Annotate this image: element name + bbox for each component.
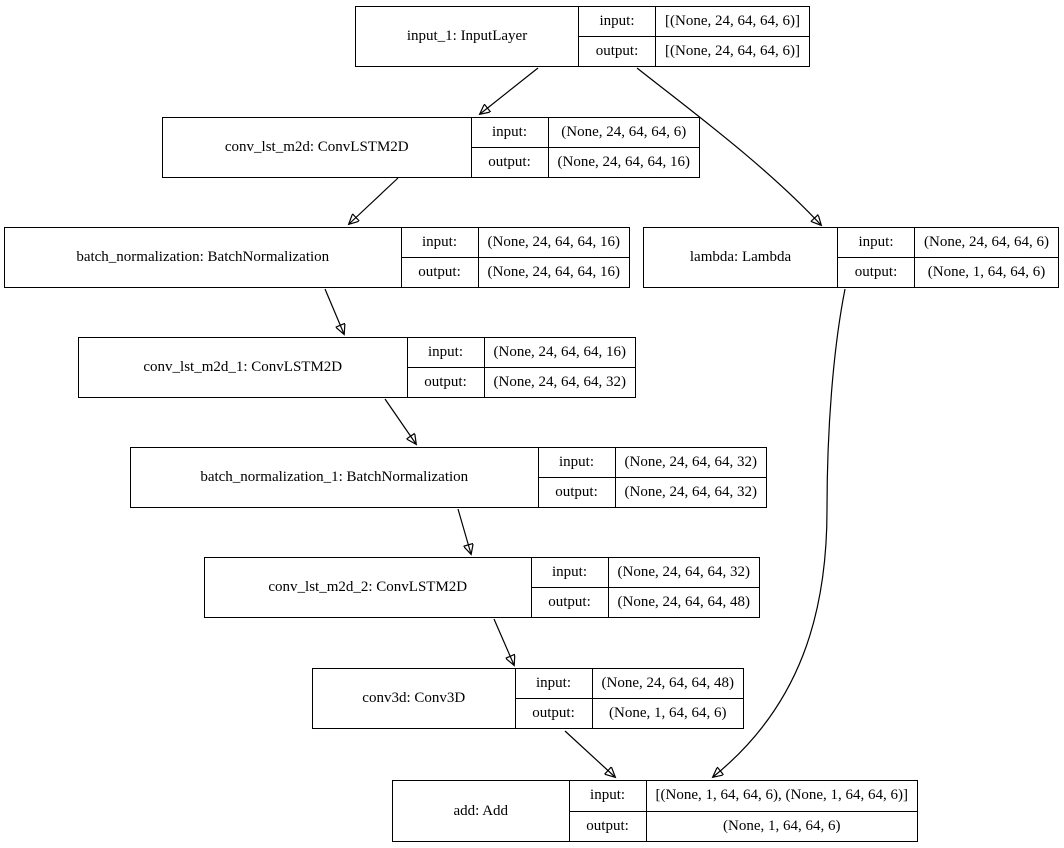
input-key: input:	[408, 338, 485, 367]
edge-conv-lst-m2d-to-batch-normalization	[349, 177, 399, 224]
node-lambda: lambda: Lambda input: (None, 24, 64, 64,…	[643, 227, 1059, 288]
output-key: output:	[472, 148, 549, 177]
input-key: input:	[472, 118, 549, 147]
io-table: input: (None, 24, 64, 64, 6) output: (No…	[471, 118, 699, 177]
input-key: input:	[570, 781, 647, 811]
output-row: output: (None, 24, 64, 64, 32)	[538, 477, 766, 507]
io-table: input: (None, 24, 64, 64, 32) output: (N…	[531, 558, 759, 617]
input-key: input:	[532, 558, 609, 587]
input-shape: (None, 24, 64, 64, 32)	[617, 564, 750, 580]
node-add: add: Add input: [(None, 1, 64, 64, 6), (…	[392, 780, 918, 842]
input-key: input:	[539, 448, 616, 477]
input-row: input: [(None, 24, 64, 64, 6)]	[579, 7, 809, 36]
input-row: input: (None, 24, 64, 64, 6)	[838, 228, 1058, 257]
output-key: output:	[539, 478, 616, 507]
layer-label: batch_normalization: BatchNormalization	[5, 228, 402, 287]
layer-label: batch_normalization_1: BatchNormalizatio…	[131, 448, 539, 507]
input-row: input: (None, 24, 64, 64, 6)	[472, 118, 699, 147]
layer-label: conv_lst_m2d: ConvLSTM2D	[163, 118, 472, 177]
input-row: input: (None, 24, 64, 64, 32)	[532, 558, 759, 587]
output-shape: (None, 1, 64, 64, 6)	[723, 817, 841, 834]
input-key: input:	[579, 7, 657, 36]
input-key: input:	[838, 228, 916, 257]
output-row: output: (None, 1, 64, 64, 6)	[515, 698, 743, 728]
edge-conv-lst-m2d-1-to-batch-normalization-1	[384, 398, 416, 444]
input-row: input: (None, 24, 64, 64, 32)	[539, 448, 766, 477]
input-key: input:	[402, 228, 479, 257]
output-key: output:	[408, 368, 485, 397]
layer-label: conv3d: Conv3D	[313, 669, 516, 728]
input-shape: [(None, 1, 64, 64, 6), (None, 1, 64, 64,…	[655, 787, 908, 804]
node-conv-lst-m2d: conv_lst_m2d: ConvLSTM2D input: (None, 2…	[162, 117, 700, 178]
io-table: input: (None, 24, 64, 64, 32) output: (N…	[538, 448, 766, 507]
edge-batch-normalization-1-to-conv-lst-m2d-2	[457, 508, 471, 554]
edge-input-1-to-lambda	[636, 67, 821, 225]
output-key: output:	[402, 258, 479, 287]
output-shape: (None, 24, 64, 64, 16)	[557, 154, 690, 170]
layer-label: conv_lst_m2d_1: ConvLSTM2D	[79, 338, 408, 397]
edge-conv-lst-m2d-2-to-conv3d	[493, 618, 514, 665]
node-conv3d: conv3d: Conv3D input: (None, 24, 64, 64,…	[312, 668, 744, 729]
layer-label: add: Add	[393, 781, 570, 841]
edge-conv3d-to-add	[564, 730, 615, 777]
io-table: input: [(None, 1, 64, 64, 6), (None, 1, …	[569, 781, 917, 841]
output-key: output:	[516, 699, 593, 728]
output-row: output: (None, 24, 64, 64, 32)	[407, 367, 635, 397]
output-key: output:	[579, 37, 657, 66]
input-row: input: (None, 24, 64, 64, 16)	[408, 338, 635, 367]
input-shape: (None, 24, 64, 64, 16)	[493, 344, 626, 360]
output-shape: (None, 1, 64, 64, 6)	[927, 264, 1046, 280]
input-shape: (None, 24, 64, 64, 6)	[561, 124, 687, 140]
io-table: input: (None, 24, 64, 64, 6) output: (No…	[838, 228, 1058, 287]
output-shape: (None, 24, 64, 64, 32)	[624, 484, 757, 500]
input-row: input: (None, 24, 64, 64, 16)	[402, 228, 629, 257]
input-row: input: [(None, 1, 64, 64, 6), (None, 1, …	[570, 781, 917, 811]
output-shape: (None, 24, 64, 64, 48)	[617, 594, 750, 610]
input-shape: (None, 24, 64, 64, 32)	[624, 454, 757, 470]
output-row: output: (None, 1, 64, 64, 6)	[838, 257, 1058, 287]
edge-batch-normalization-to-conv-lst-m2d-1	[324, 288, 344, 334]
io-table: input: [(None, 24, 64, 64, 6)] output: […	[579, 7, 809, 66]
node-conv-lst-m2d-2: conv_lst_m2d_2: ConvLSTM2D input: (None,…	[204, 557, 760, 618]
output-shape: [(None, 24, 64, 64, 6)]	[665, 43, 800, 59]
input-row: input: (None, 24, 64, 64, 48)	[516, 669, 743, 698]
output-row: output: [(None, 24, 64, 64, 6)]	[579, 36, 809, 66]
output-shape: (None, 24, 64, 64, 16)	[487, 264, 620, 280]
node-batch-normalization-1: batch_normalization_1: BatchNormalizatio…	[130, 447, 767, 508]
input-key: input:	[516, 669, 593, 698]
input-shape: [(None, 24, 64, 64, 6)]	[665, 13, 800, 29]
io-table: input: (None, 24, 64, 64, 48) output: (N…	[515, 669, 743, 728]
edge-input-1-to-conv-lst-m2d	[480, 67, 539, 114]
layer-label: conv_lst_m2d_2: ConvLSTM2D	[205, 558, 532, 617]
layer-label: lambda: Lambda	[644, 228, 839, 287]
node-input-1: input_1: InputLayer input: [(None, 24, 6…	[355, 6, 810, 67]
output-shape: (None, 1, 64, 64, 6)	[609, 705, 727, 721]
input-shape: (None, 24, 64, 64, 48)	[601, 675, 734, 691]
output-shape: (None, 24, 64, 64, 32)	[493, 374, 626, 390]
node-batch-normalization: batch_normalization: BatchNormalization …	[4, 227, 630, 288]
output-key: output:	[570, 811, 647, 841]
output-row: output: (None, 24, 64, 64, 16)	[401, 257, 629, 287]
output-row: output: (None, 1, 64, 64, 6)	[569, 810, 917, 841]
output-row: output: (None, 24, 64, 64, 48)	[531, 587, 759, 617]
input-shape: (None, 24, 64, 64, 6)	[924, 234, 1049, 250]
output-row: output: (None, 24, 64, 64, 16)	[471, 147, 699, 177]
layer-label: input_1: InputLayer	[356, 7, 580, 66]
io-table: input: (None, 24, 64, 64, 16) output: (N…	[407, 338, 635, 397]
input-shape: (None, 24, 64, 64, 16)	[487, 234, 620, 250]
node-conv-lst-m2d-1: conv_lst_m2d_1: ConvLSTM2D input: (None,…	[78, 337, 636, 398]
io-table: input: (None, 24, 64, 64, 16) output: (N…	[401, 228, 629, 287]
output-key: output:	[838, 258, 916, 287]
output-key: output:	[532, 588, 609, 617]
edge-lambda-to-add	[713, 288, 846, 777]
